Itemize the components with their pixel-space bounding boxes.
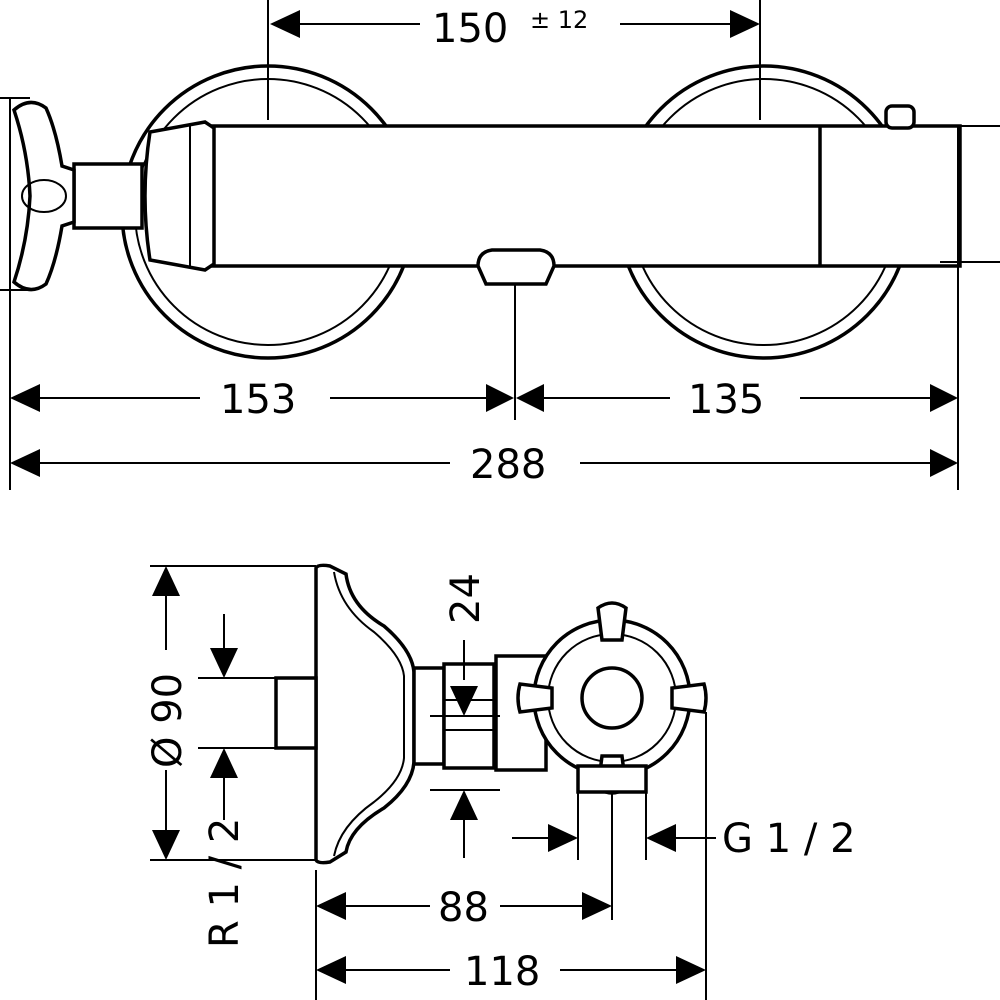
dim-inlet-thread-value: R 1 / 2: [202, 818, 248, 948]
dim-center-tolerance: ± 12: [530, 6, 588, 34]
dim-right-value: 135: [688, 377, 764, 423]
side-view: Ø 90 R 1 / 2 24 G 1 / 2: [145, 563, 856, 1000]
dim-depth: 24: [430, 573, 500, 858]
dim-left-value: 153: [220, 377, 296, 423]
dim-outlet-distance-value: 88: [438, 885, 489, 931]
dim-outlet-thread-value: G 1 / 2: [722, 816, 856, 862]
dim-left-right: 153 135: [10, 377, 958, 423]
inlet-stub: [274, 676, 318, 750]
body-connector: [412, 654, 548, 772]
dim-total-value: 288: [470, 442, 546, 488]
dim-overall-depth: 118: [316, 949, 706, 995]
cross-handle-side: [516, 601, 708, 795]
dim-outlet-thread: G 1 / 2: [512, 816, 856, 862]
dim-depth-value: 24: [443, 573, 489, 624]
thermostat-body: [143, 104, 962, 286]
dim-total: 288: [10, 442, 958, 488]
dim-outlet-distance: 88: [316, 885, 612, 931]
dim-overall-depth-value: 118: [464, 949, 540, 995]
top-view: 150 ± 12 153 135 288: [0, 0, 1000, 490]
dim-center-distance-value: 150: [432, 6, 508, 52]
dim-inlet-thread: R 1 / 2: [202, 614, 248, 948]
wall-flange-profile: [314, 563, 416, 865]
dim-center-distance: 150 ± 12: [270, 6, 760, 52]
dim-diameter: Ø 90: [145, 566, 191, 860]
dim-diameter-value: Ø 90: [145, 673, 191, 768]
cross-handle-top: [11, 100, 144, 292]
